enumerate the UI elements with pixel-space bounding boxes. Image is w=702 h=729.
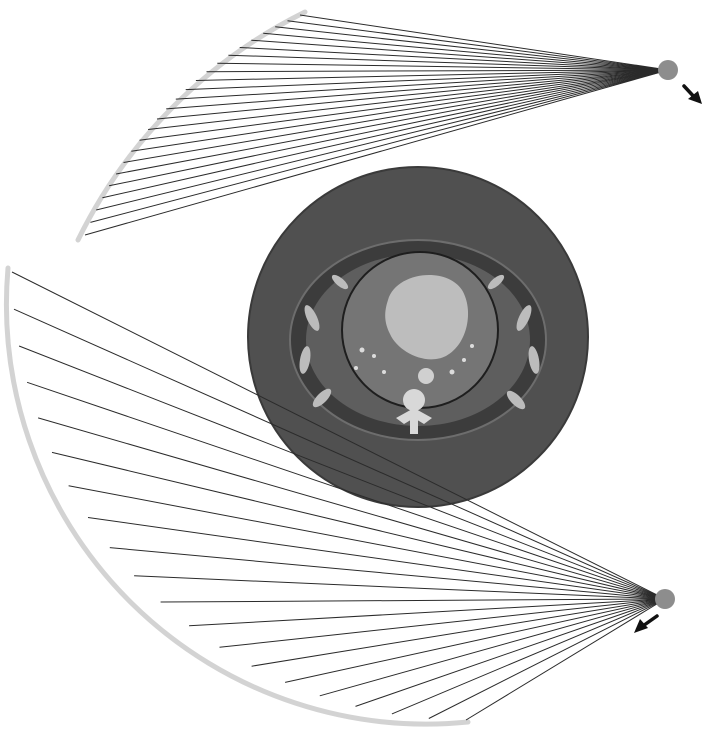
upper-source-ray-11 xyxy=(157,70,668,119)
lower-source-ray-5 xyxy=(320,599,665,696)
lower-source-ray-3 xyxy=(392,599,665,714)
lower-source-ray-9 xyxy=(189,599,665,626)
x-ray-source-upper xyxy=(658,60,678,80)
upper-source-ray-7 xyxy=(124,70,669,163)
lower-source-ray-14 xyxy=(69,486,665,599)
lower-source-ray-2 xyxy=(429,599,665,719)
lower-source-ray-7 xyxy=(252,599,665,666)
lower-source-ray-12 xyxy=(110,548,665,599)
aorta xyxy=(418,368,434,384)
rotation-arrow-lower-icon xyxy=(634,616,657,633)
upper-source-ray-23 xyxy=(288,21,669,70)
upper-source-ray-24 xyxy=(300,15,668,70)
rotation-arrow-upper-icon xyxy=(684,86,702,104)
upper-source-ray-20 xyxy=(251,40,668,70)
upper-source-ray-10 xyxy=(148,70,668,130)
upper-source-ray-13 xyxy=(176,70,668,99)
upper-source-ray-8 xyxy=(131,70,668,151)
lower-source-ray-4 xyxy=(356,599,666,706)
lower-source-ray-10 xyxy=(161,599,665,602)
x-ray-source-lower xyxy=(655,589,675,609)
lower-source-ray-6 xyxy=(285,599,665,682)
